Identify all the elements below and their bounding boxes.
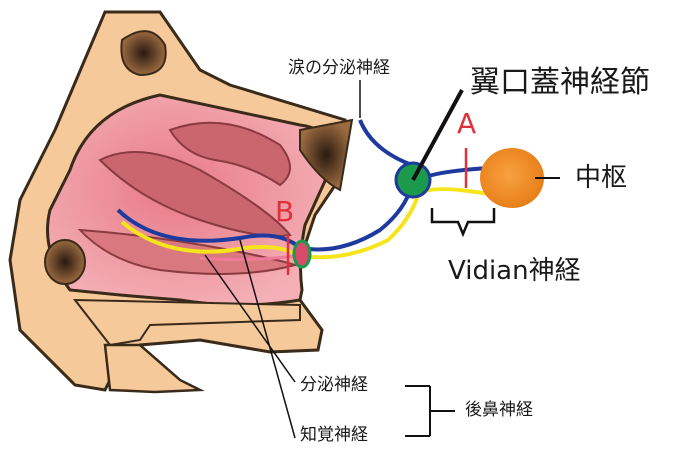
posterior-nasal-node [294, 241, 310, 267]
vidian-nerve-label: Vidian神経 [448, 258, 581, 284]
nostril [45, 240, 85, 284]
center-node [480, 148, 544, 208]
ganglion-leader-line [413, 90, 462, 180]
lacrimal-nerve-line [360, 120, 412, 165]
posterior-nasal-nerve-label: 後鼻神経 [465, 402, 533, 419]
vidian-brace [432, 208, 494, 234]
secretory-nerve-label: 分泌神経 [300, 377, 368, 394]
lower-jaw [105, 345, 200, 392]
lacrimal-secretory-nerve-label: 涙の分泌神経 [288, 60, 390, 77]
point-b-label: B [275, 198, 294, 226]
point-a-label: A [457, 110, 476, 138]
center-label: 中枢 [575, 165, 627, 191]
pterygopalatine-ganglion-label: 翼口蓋神経節 [470, 68, 650, 98]
sensory-nerve-label: 知覚神経 [300, 427, 368, 444]
orbit-shape [121, 31, 165, 75]
